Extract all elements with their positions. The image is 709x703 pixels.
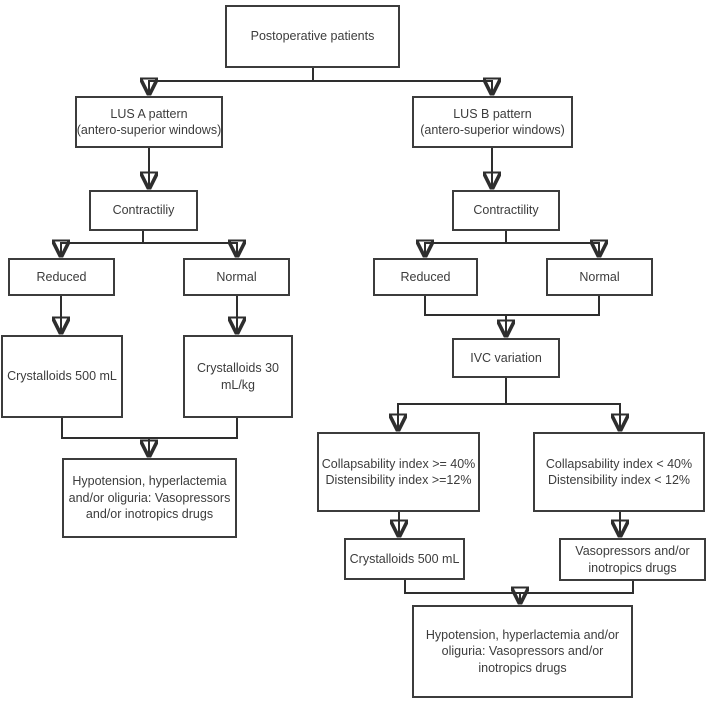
- node-label-line: Distensibility index >=12%: [325, 473, 472, 487]
- node-label-line: and/or oliguria: Vasopressors: [68, 490, 231, 505]
- node-crystalloids-30: Crystalloids 30 mL/kg: [183, 335, 293, 418]
- node-contractility-left: Contractiliy: [89, 190, 198, 231]
- node-crystalloids-500-left: Crystalloids 500 mL: [1, 335, 123, 418]
- node-crystalloids-500-right: Crystalloids 500 mL: [344, 538, 465, 580]
- connector-postoperative-to-lus-a: [149, 68, 314, 93]
- node-lus-b-pattern: LUS B pattern (antero-superior windows): [412, 96, 573, 148]
- node-label-line: inotropics drugs: [478, 660, 567, 675]
- node-label-line: Distensibility index < 12%: [547, 473, 691, 487]
- node-label-line: Collapsability index >= 40%: [321, 456, 476, 471]
- node-label: Contractility: [473, 203, 539, 218]
- node-label-line: Crystalloids 30: [197, 361, 279, 375]
- node-normal-right: Normal: [546, 258, 653, 296]
- connector-contractility-right-to-reduced: [425, 231, 507, 255]
- node-vasopressors: Vasopressors and/or inotropics drugs: [559, 538, 706, 581]
- node-label: Reduced: [36, 269, 87, 284]
- connector-postoperative-to-lus-b: [313, 81, 492, 93]
- node-label-line: (antero-superior windows): [420, 123, 565, 137]
- node-label: Crystalloids 500 mL: [349, 551, 460, 566]
- node-label-line: LUS B pattern: [453, 106, 532, 121]
- node-contractility-right: Contractility: [452, 190, 560, 231]
- node-label-line: inotropics drugs: [588, 560, 677, 575]
- node-collapsability-high: Collapsability index >= 40% Distensibili…: [317, 432, 480, 512]
- connector-ivc-to-collaps-high: [398, 378, 507, 429]
- node-label: IVC variation: [470, 350, 542, 365]
- connector-ivc-to-collaps-low: [506, 403, 620, 429]
- node-postoperative-patients: Postoperative patients: [225, 5, 400, 68]
- node-label-line: LUS A pattern: [110, 106, 188, 121]
- node-collapsability-low: Collapsability index < 40% Distensibilit…: [533, 432, 705, 512]
- node-hypotension-left: Hypotension, hyperlactemia and/or oligur…: [62, 458, 237, 538]
- node-label: Contractiliy: [112, 203, 175, 218]
- node-label-line: oliguria: Vasopressors and/or: [441, 644, 604, 659]
- node-label-line: Hypotension, hyperlactemia and/or: [425, 627, 620, 642]
- node-label-line: Hypotension, hyperlactemia: [72, 474, 227, 489]
- connector-left-merge-bracket: [61, 418, 238, 439]
- node-hypotension-right: Hypotension, hyperlactemia and/or oligur…: [412, 605, 633, 698]
- node-label: Crystalloids 500 mL: [7, 369, 117, 384]
- node-label-line: (antero-superior windows): [76, 123, 222, 137]
- node-reduced-left: Reduced: [8, 258, 115, 296]
- node-label: Normal: [216, 269, 257, 284]
- node-label: Normal: [579, 269, 620, 284]
- node-lus-a-pattern: LUS A pattern (antero-superior windows): [75, 96, 223, 148]
- node-normal-left: Normal: [183, 258, 290, 296]
- node-label: Reduced: [400, 269, 451, 284]
- connector-bottom-merge-bracket: [404, 580, 634, 594]
- node-reduced-right: Reduced: [373, 258, 478, 296]
- connector-contractility-left-to-normal: [143, 243, 237, 255]
- connector-contractility-left-to-reduced: [61, 231, 144, 255]
- node-label-line: mL/kg: [220, 377, 256, 392]
- node-label: Postoperative patients: [250, 29, 375, 44]
- connector-contractility-right-to-normal: [506, 243, 599, 255]
- node-label-line: Vasopressors and/or: [575, 544, 690, 558]
- connector-right-merge-bracket: [424, 296, 600, 316]
- node-label-line: and/or inotropics drugs: [85, 507, 214, 522]
- node-label-line: Collapsability index < 40%: [545, 456, 693, 471]
- node-ivc-variation: IVC variation: [452, 338, 560, 378]
